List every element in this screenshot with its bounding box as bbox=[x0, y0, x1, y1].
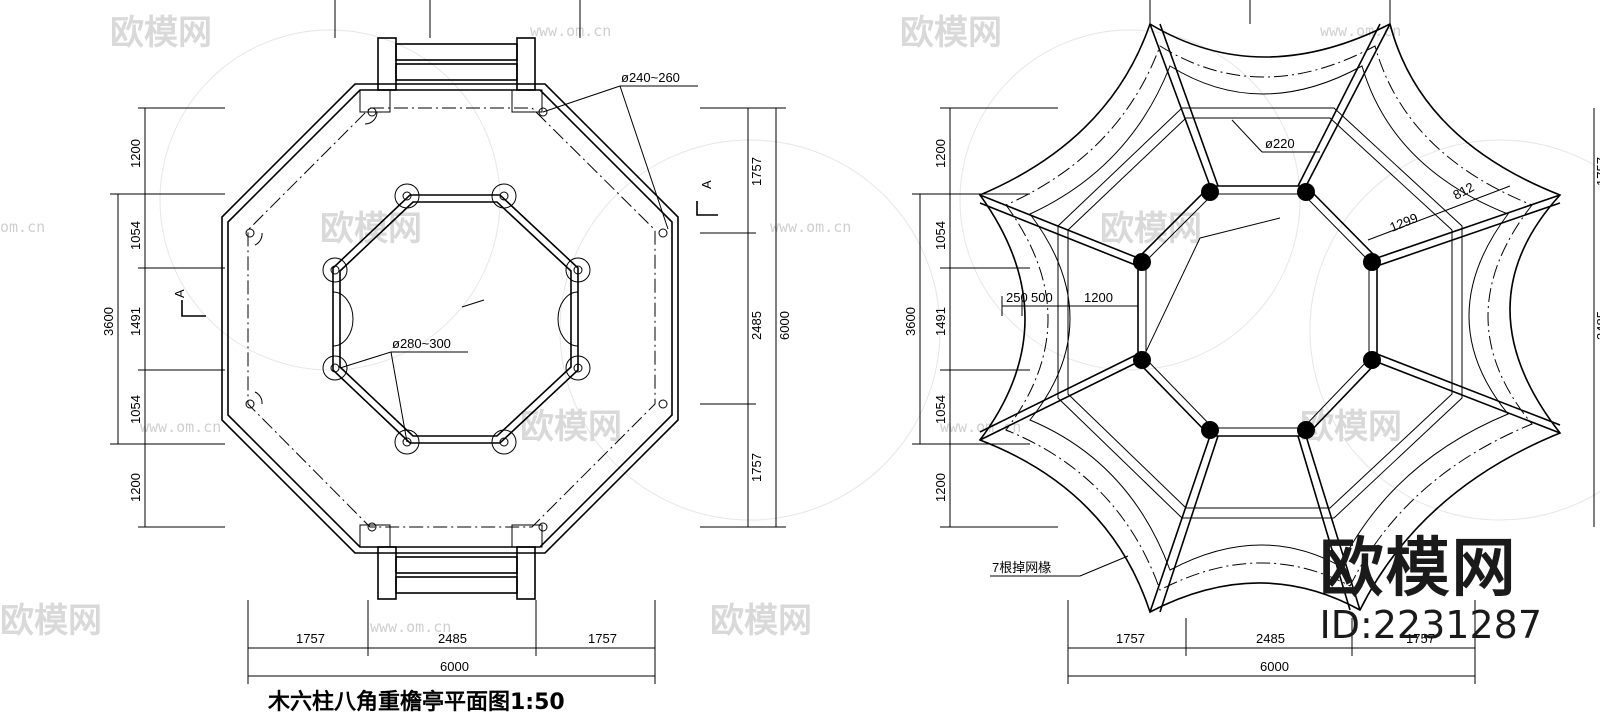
dim-label: 1757 bbox=[1594, 157, 1600, 186]
dim-label: 500 bbox=[1031, 290, 1053, 305]
door-swing bbox=[557, 291, 579, 347]
dim-label: 2485 bbox=[749, 311, 764, 340]
outer-octagon-inner-line bbox=[227, 89, 673, 548]
dim-label: 1757 bbox=[1406, 631, 1435, 646]
dim-label: 1757 bbox=[749, 157, 764, 186]
watermark-logo: 欧模网 bbox=[320, 209, 422, 249]
brand-id: ID:2231287 bbox=[1319, 603, 1542, 647]
inner-columns bbox=[322, 183, 591, 455]
hip-rafters bbox=[979, 23, 1561, 613]
dim-label: 1757 bbox=[1116, 631, 1145, 646]
right-plan-left-dims: 1200 1054 1491 1054 1200 3600 bbox=[903, 107, 1058, 528]
dim-label: 1054 bbox=[933, 221, 948, 250]
right-plan-bottom-dims: 1757 2485 1757 6000 bbox=[1067, 600, 1476, 684]
watermark-logo: 欧模网 bbox=[900, 13, 1002, 53]
roof-inner-line bbox=[1029, 65, 1509, 571]
dim-label: 1200 bbox=[933, 473, 948, 502]
inner-octagon bbox=[332, 194, 579, 444]
brand-name: 欧模网 bbox=[1319, 532, 1518, 606]
dim-label: 1757 bbox=[296, 631, 325, 646]
outer-octagon bbox=[221, 83, 679, 554]
dim-label: 2485 bbox=[438, 631, 467, 646]
rafter-hatch bbox=[978, 361, 1211, 614]
dim-label: 1491 bbox=[128, 307, 143, 336]
drawing-title: 木六柱八角重檐亭平面图1:50 bbox=[268, 690, 565, 715]
watermark-url: www.om.cn bbox=[1320, 22, 1401, 40]
section-mark bbox=[696, 201, 718, 216]
dim-label: 1054 bbox=[128, 221, 143, 250]
watermark-logo: 欧模网 bbox=[710, 601, 812, 641]
middle-ring-line bbox=[1067, 117, 1453, 509]
section-mark bbox=[181, 300, 206, 317]
step-post bbox=[377, 37, 397, 91]
dim-label: 812 bbox=[1450, 179, 1476, 202]
leader-line bbox=[339, 351, 392, 369]
left-dimension-chain: 1200 1054 1491 1054 1200 3600 bbox=[101, 107, 225, 528]
column-diameter-label: ø280~300 bbox=[392, 336, 451, 351]
posts bbox=[1133, 183, 1381, 439]
step-tread bbox=[395, 556, 518, 574]
dim-label: 250 bbox=[1006, 290, 1028, 305]
center-mark bbox=[461, 299, 485, 308]
watermark-url: www.om.cn bbox=[770, 218, 851, 236]
post-diameter-label: ø220 bbox=[1265, 136, 1295, 151]
dim-total-label: 3600 bbox=[903, 307, 918, 336]
right-dimension-chain: 1757 2485 1757 6000 bbox=[700, 107, 792, 528]
bottom-dimension-chain: 1757 2485 1757 6000 bbox=[247, 600, 656, 684]
roof-outline bbox=[978, 22, 1562, 614]
step-post bbox=[377, 546, 397, 600]
leader-line bbox=[619, 85, 669, 230]
step-post bbox=[516, 37, 536, 91]
watermark-logo: 欧模网 bbox=[1100, 209, 1202, 249]
door-swing bbox=[332, 291, 354, 347]
outer-columns bbox=[245, 89, 668, 548]
rafter-note: 7根掉网椽 bbox=[992, 560, 1051, 575]
step-tread bbox=[395, 576, 518, 594]
section-mark-label: A bbox=[699, 180, 714, 189]
watermark-url: www.om.cn bbox=[940, 418, 1021, 436]
dim-label: 1200 bbox=[128, 473, 143, 502]
eave-line bbox=[1005, 45, 1533, 591]
middle-ring bbox=[1057, 107, 1463, 519]
watermark-url: www.om.cn bbox=[140, 418, 221, 436]
dim-label: 2485 bbox=[1594, 311, 1600, 340]
dim-total-label: 6000 bbox=[777, 311, 792, 340]
step-post bbox=[516, 546, 536, 600]
watermark-logo: 欧模网 bbox=[520, 407, 622, 447]
right-roof-plan: ø220 812 1299 7根掉网椽 250 500 1200 1200 10… bbox=[903, 0, 1600, 684]
dim-total-label: 3600 bbox=[101, 307, 116, 336]
dim-total-label: 6000 bbox=[1260, 659, 1289, 674]
dim-label: 1200 bbox=[933, 139, 948, 168]
brand-watermark: 欧模网 ID:2231287 bbox=[1319, 534, 1542, 646]
section-mark-label: A bbox=[172, 289, 187, 298]
column-diameter-label: ø240~260 bbox=[621, 70, 680, 85]
dim-label: 1054 bbox=[128, 395, 143, 424]
watermark-layer: 欧模网 欧模网 欧模网 欧模网 欧模网 欧模网 欧模网 欧模网 www.om.c… bbox=[0, 13, 1600, 641]
dim-total-label: 6000 bbox=[440, 659, 469, 674]
step-tread bbox=[395, 63, 518, 81]
left-floor-plan: ø240~260 ø280~300 A A 1200 1054 1491 105… bbox=[101, 0, 792, 684]
watermark-logo: 欧模网 bbox=[110, 13, 212, 53]
inner-octagon-inner-line bbox=[339, 201, 572, 437]
watermark-logo: 欧模网 bbox=[0, 601, 102, 641]
step-tread bbox=[395, 43, 518, 61]
dim-label: 1054 bbox=[933, 395, 948, 424]
dim-label: 1491 bbox=[933, 307, 948, 336]
watermark-url: www.om.cn bbox=[370, 618, 451, 636]
dim-label: 2485 bbox=[1256, 631, 1285, 646]
dim-label: 1757 bbox=[588, 631, 617, 646]
dim-label: 1200 bbox=[128, 139, 143, 168]
watermark-url: www.om.cn bbox=[530, 22, 611, 40]
watermark-url: om.cn bbox=[0, 218, 45, 236]
dim-label: 1757 bbox=[749, 453, 764, 482]
dim-label: 1200 bbox=[1084, 290, 1113, 305]
axis-octagon bbox=[247, 107, 656, 528]
